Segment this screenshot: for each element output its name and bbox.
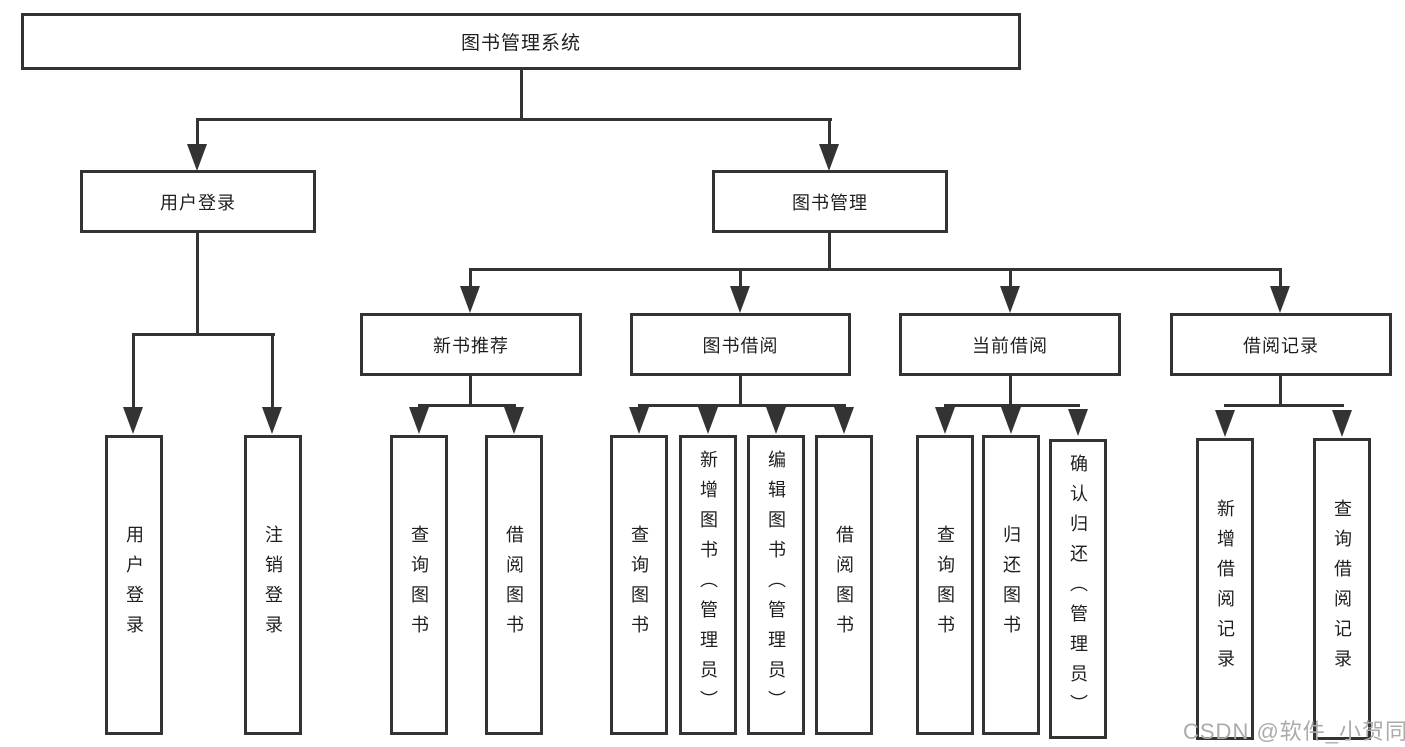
node-library-management-system: 图书管理系统 bbox=[21, 13, 1021, 70]
connector-level3-rail bbox=[469, 268, 1282, 271]
connector-current-borrow-rail bbox=[944, 404, 1080, 407]
arrow-down-icon bbox=[935, 407, 955, 434]
leaf-add-books-admin-label: 新增图书（管理员） bbox=[698, 450, 718, 720]
node-book-borrow: 图书借阅 bbox=[630, 313, 851, 376]
leaf-add-books-admin: 新增图书（管理员） bbox=[679, 435, 737, 735]
csdn-watermark: CSDN @软件_小贺同学 bbox=[1183, 719, 1405, 744]
arrow-down-icon bbox=[262, 407, 282, 434]
arrow-down-icon bbox=[1000, 286, 1020, 313]
arrow-down-icon bbox=[766, 407, 786, 434]
node-borrow-records: 借阅记录 bbox=[1170, 313, 1392, 376]
connector-user-login-stem bbox=[196, 231, 199, 335]
connector-level1-rail bbox=[196, 118, 832, 121]
connector-book-borrow-stem bbox=[739, 374, 742, 407]
leaf-borrow-books-recommend: 借阅图书 bbox=[485, 435, 543, 735]
leaf-user-login: 用户登录 bbox=[105, 435, 163, 735]
arrow-down-icon bbox=[730, 286, 750, 313]
leaf-query-books-current: 查询图书 bbox=[916, 435, 974, 735]
arrow-down-icon bbox=[698, 407, 718, 434]
leaf-query-books-recommend: 查询图书 bbox=[390, 435, 448, 735]
connector-new-book-rail bbox=[418, 404, 516, 407]
arrow-down-icon bbox=[1270, 286, 1290, 313]
leaf-logout: 注销登录 bbox=[244, 435, 302, 735]
arrow-down-icon bbox=[629, 407, 649, 434]
connector-root-stem bbox=[520, 68, 523, 121]
connector-drop-leaf bbox=[132, 333, 135, 409]
arrow-down-icon bbox=[460, 286, 480, 313]
connector-drop-book-borrow bbox=[739, 268, 742, 288]
connector-drop-new-book bbox=[469, 268, 472, 288]
node-current-borrow: 当前借阅 bbox=[899, 313, 1121, 376]
arrow-down-icon bbox=[819, 144, 839, 171]
arrow-down-icon bbox=[1068, 409, 1088, 436]
arrow-down-icon bbox=[123, 407, 143, 434]
arrow-down-icon bbox=[187, 144, 207, 171]
leaf-logout-label: 注销登录 bbox=[263, 525, 283, 645]
leaf-query-books-label: 查询图书 bbox=[935, 525, 955, 645]
node-book-management: 图书管理 bbox=[712, 170, 948, 233]
arrow-down-icon bbox=[1215, 410, 1235, 437]
arrow-down-icon bbox=[834, 407, 854, 434]
connector-book-borrow-rail bbox=[638, 404, 846, 407]
leaf-return-books-label: 归还图书 bbox=[1001, 525, 1021, 645]
leaf-user-login-label: 用户登录 bbox=[124, 525, 144, 645]
leaf-add-borrow-record: 新增借阅记录 bbox=[1196, 438, 1254, 740]
leaf-query-borrow-record: 查询借阅记录 bbox=[1313, 438, 1371, 740]
leaf-query-borrow-record-label: 查询借阅记录 bbox=[1332, 499, 1352, 679]
arrow-down-icon bbox=[1001, 407, 1021, 434]
connector-current-borrow-stem bbox=[1009, 374, 1012, 407]
leaf-return-books: 归还图书 bbox=[982, 435, 1040, 735]
leaf-edit-books-admin: 编辑图书（管理员） bbox=[747, 435, 805, 735]
leaf-borrow-books-label: 借阅图书 bbox=[504, 525, 524, 645]
connector-drop-user-login bbox=[196, 118, 199, 146]
connector-book-management-stem bbox=[828, 231, 831, 271]
leaf-borrow-books: 借阅图书 bbox=[815, 435, 873, 735]
arrow-down-icon bbox=[1332, 410, 1352, 437]
connector-drop-leaf bbox=[271, 333, 274, 409]
leaf-add-borrow-record-label: 新增借阅记录 bbox=[1215, 499, 1235, 679]
leaf-confirm-return-admin: 确认归还（管理员） bbox=[1049, 439, 1107, 739]
node-new-book-recommend: 新书推荐 bbox=[360, 313, 582, 376]
connector-user-login-rail bbox=[132, 333, 275, 336]
leaf-borrow-books-label: 借阅图书 bbox=[834, 525, 854, 645]
leaf-query-books-label: 查询图书 bbox=[409, 525, 429, 645]
connector-borrow-records-stem bbox=[1279, 374, 1282, 407]
connector-drop-current-borrow bbox=[1009, 268, 1012, 288]
leaf-query-books-borrow: 查询图书 bbox=[610, 435, 668, 735]
connector-borrow-records-rail bbox=[1224, 404, 1344, 407]
node-user-login: 用户登录 bbox=[80, 170, 316, 233]
arrow-down-icon bbox=[409, 407, 429, 434]
leaf-confirm-return-admin-label: 确认归还（管理员） bbox=[1068, 454, 1088, 724]
leaf-query-books-label: 查询图书 bbox=[629, 525, 649, 645]
connector-drop-borrow-records bbox=[1279, 268, 1282, 288]
connector-new-book-stem bbox=[469, 374, 472, 407]
connector-drop-book-management bbox=[828, 118, 831, 146]
arrow-down-icon bbox=[504, 407, 524, 434]
leaf-edit-books-admin-label: 编辑图书（管理员） bbox=[766, 450, 786, 720]
